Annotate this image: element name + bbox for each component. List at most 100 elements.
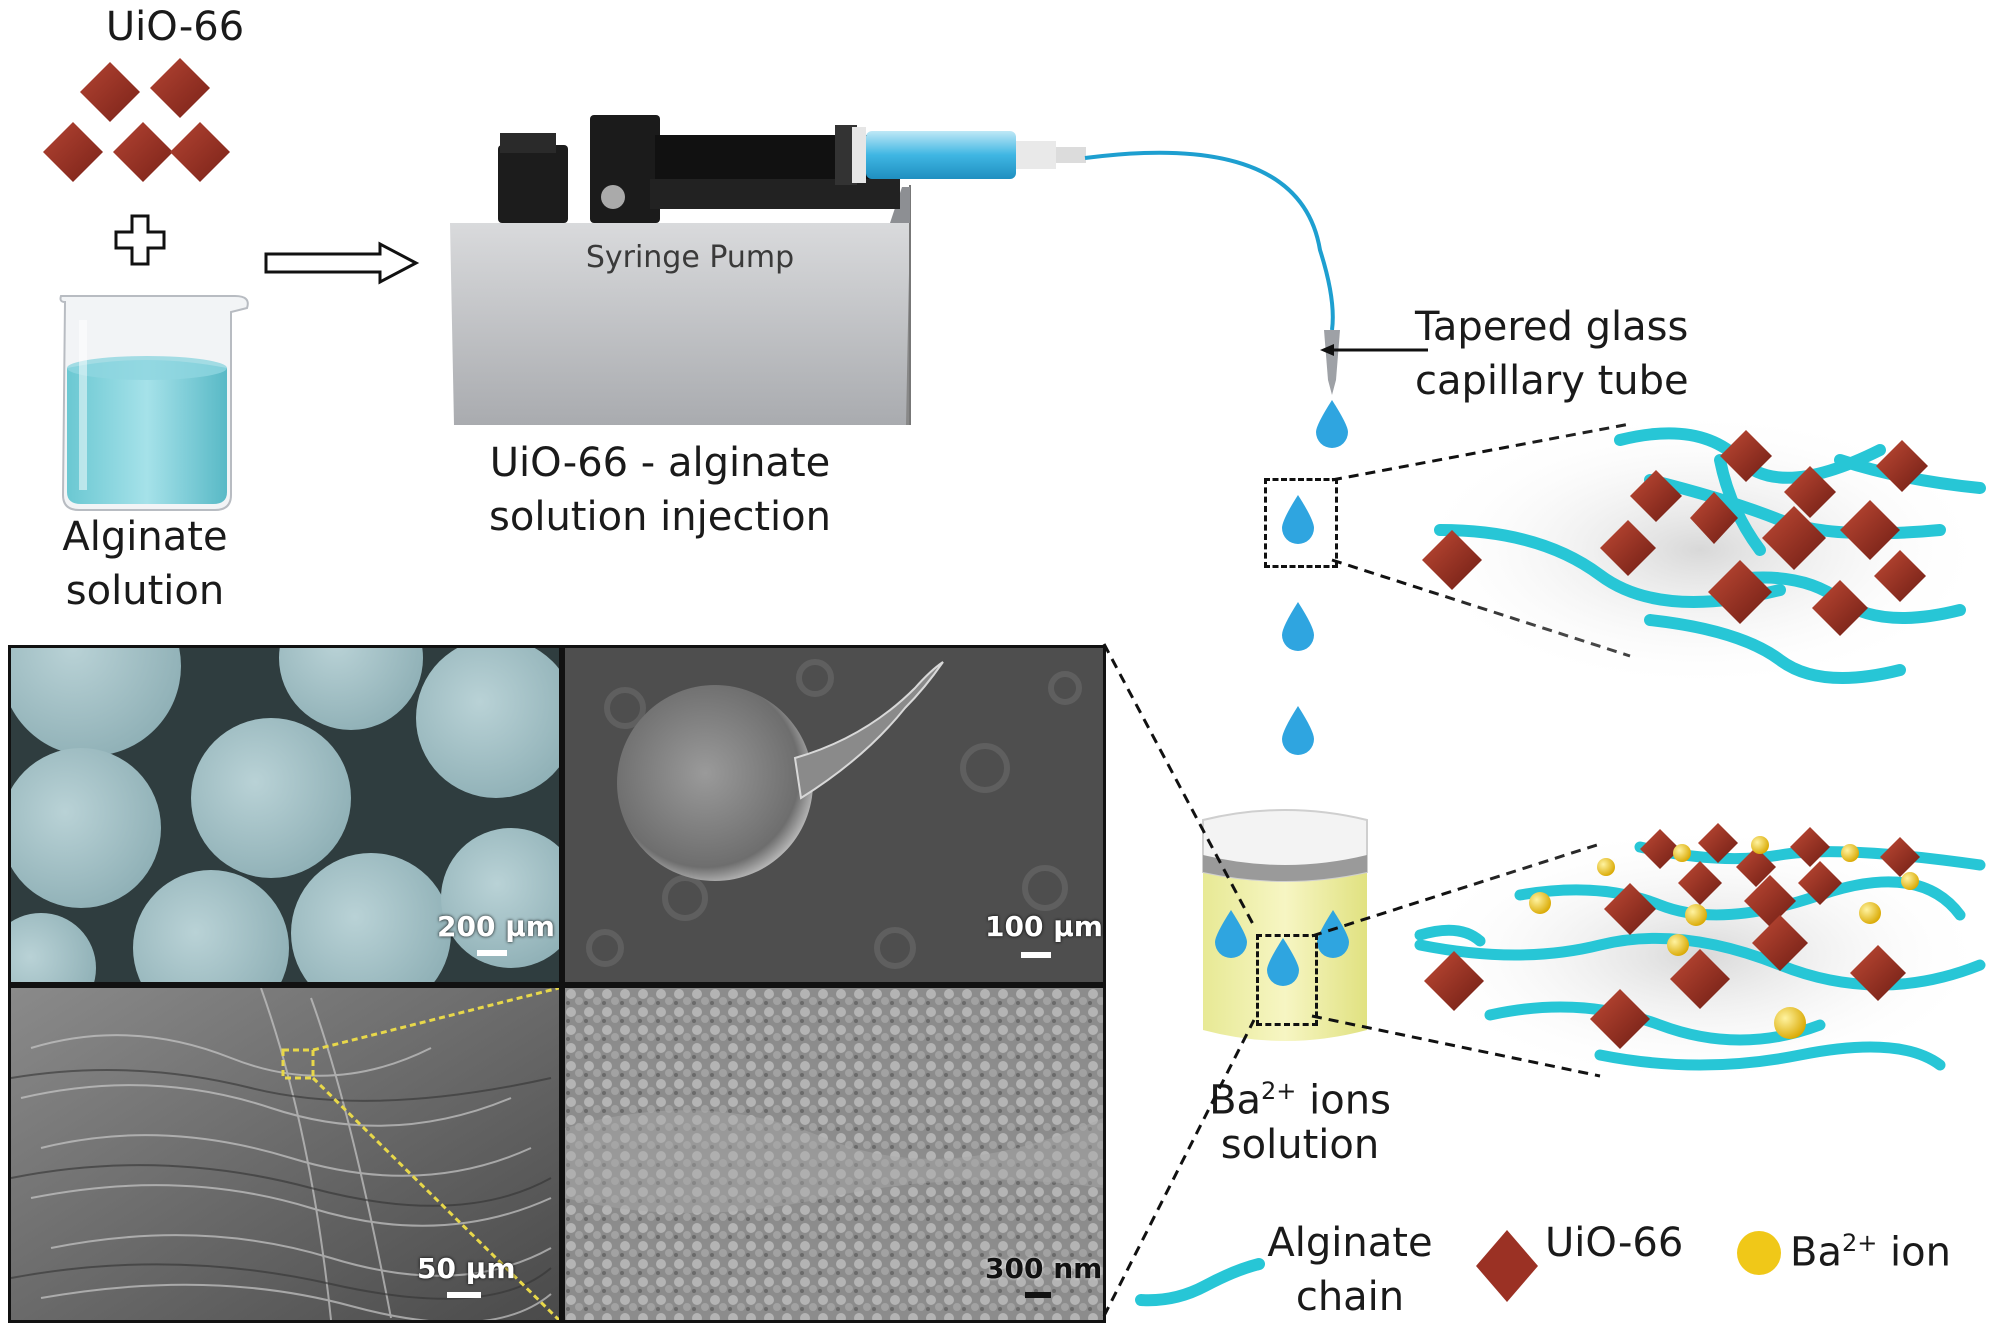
sem-bead-tail bbox=[793, 661, 944, 800]
ba-ion bbox=[1685, 904, 1707, 926]
uio66-crystal bbox=[1790, 827, 1830, 867]
scale-label-300nm: 300 nm bbox=[985, 1252, 1103, 1285]
legend-ba-sup: 2+ bbox=[1841, 1229, 1878, 1257]
bath-zoom-box bbox=[1256, 934, 1318, 1026]
sem-bead bbox=[617, 685, 813, 881]
uio66-crystal bbox=[1850, 945, 1906, 1001]
droplet bbox=[1316, 400, 1348, 448]
bead bbox=[11, 913, 96, 982]
beaker-icon bbox=[59, 295, 249, 511]
micrograph-optical-beads: 200 μm bbox=[11, 648, 559, 982]
uio66-crystal bbox=[1874, 550, 1926, 602]
uio66-crystal bbox=[1600, 520, 1656, 576]
bath-label-sup: 2+ bbox=[1261, 1077, 1297, 1105]
uio66-crystal bbox=[1678, 861, 1722, 905]
alginate-chain bbox=[1414, 924, 1486, 947]
uio66-crystal bbox=[1720, 430, 1772, 482]
ba-ion-bath-jar bbox=[1202, 809, 1368, 1041]
uio66-crystal bbox=[1630, 470, 1682, 522]
legend-uio66-swatch bbox=[1476, 1230, 1538, 1302]
syringe-pump-body-label: Syringe Pump bbox=[585, 240, 795, 275]
injection-caption-line2: solution injection bbox=[489, 494, 831, 540]
uio66-crystal bbox=[1840, 500, 1900, 560]
zoom-region-box bbox=[281, 1048, 315, 1080]
uio66-crystal bbox=[113, 122, 173, 182]
injection-caption-line1: UiO-66 - alginate bbox=[489, 440, 831, 486]
bead bbox=[11, 648, 181, 756]
capillary-pointer-line bbox=[1320, 344, 1428, 356]
bath-label-base: Ba bbox=[1209, 1077, 1262, 1124]
scale-bar bbox=[1025, 1292, 1051, 1298]
ba-ion bbox=[1529, 892, 1551, 914]
alginate-uio66-network-upper bbox=[1410, 410, 1990, 690]
uio66-crystal bbox=[1744, 875, 1796, 927]
legend-alginate-swatch bbox=[1135, 1258, 1265, 1307]
uio66-crystal bbox=[1876, 440, 1928, 492]
capillary-label-line2: capillary tube bbox=[1415, 358, 1689, 404]
uio66-crystal bbox=[1424, 951, 1484, 1011]
bead bbox=[11, 748, 161, 908]
ba-ion bbox=[1673, 844, 1691, 862]
bead bbox=[279, 648, 423, 730]
capillary-label-line1: Tapered glass bbox=[1415, 304, 1689, 350]
micrograph-sem-cross-section: 50 μm bbox=[11, 988, 559, 1320]
bead bbox=[441, 828, 559, 968]
uio66-crystal bbox=[1736, 847, 1776, 887]
uio66-crystal bbox=[43, 122, 103, 182]
uio66-crystals-cluster bbox=[43, 58, 230, 182]
ba-ion bbox=[1841, 844, 1859, 862]
droplet bbox=[1282, 602, 1314, 651]
process-arrow-icon bbox=[264, 241, 420, 285]
bead bbox=[416, 648, 559, 798]
droplet bbox=[1215, 910, 1247, 958]
droplet-zoom-box bbox=[1264, 478, 1338, 568]
ba-ion bbox=[1859, 902, 1881, 924]
alginate-chain bbox=[1714, 454, 1766, 556]
ba-ion bbox=[1774, 1007, 1806, 1039]
legend-ba-ion-swatch bbox=[1737, 1231, 1781, 1275]
micrograph-connectors bbox=[1102, 643, 1256, 1317]
alginate-solution-label-line1: Alginate bbox=[62, 514, 228, 560]
droplet bbox=[1317, 910, 1349, 958]
droplet bbox=[1267, 938, 1299, 986]
legend-ba-base: Ba bbox=[1790, 1229, 1842, 1276]
alginate-chain bbox=[1434, 524, 1786, 608]
scale-bar bbox=[447, 1292, 481, 1298]
uio66-crystal bbox=[1812, 580, 1868, 636]
uio66-crystal bbox=[1798, 861, 1842, 905]
alginate-uio66-network-crosslinked bbox=[1410, 823, 1990, 1085]
micrograph-sem-bead: 100 μm bbox=[565, 648, 1103, 982]
uio66-crystal bbox=[1670, 949, 1730, 1009]
bath-label-line2: solution bbox=[1220, 1122, 1380, 1168]
ba-ion bbox=[1901, 872, 1919, 890]
scale-label-50um: 50 μm bbox=[417, 1252, 516, 1285]
uio66-crystal bbox=[1604, 883, 1656, 935]
legend-ba-ion-label: Ba2+ ion bbox=[1790, 1216, 1990, 1279]
droplet bbox=[1282, 706, 1314, 755]
plus-icon bbox=[114, 214, 166, 266]
bead bbox=[291, 853, 451, 982]
uio66-crystal bbox=[1690, 492, 1738, 544]
legend-ba-rest: ion bbox=[1877, 1229, 1951, 1276]
uio66-crystal bbox=[1590, 989, 1650, 1049]
micrograph-panel: 200 μm 100 μm bbox=[8, 645, 1106, 1323]
uio66-crystal bbox=[1784, 466, 1836, 518]
legend-alginate-label-line1: Alginate bbox=[1267, 1220, 1433, 1266]
scale-bar bbox=[1021, 952, 1051, 958]
uio66-crystal bbox=[1762, 506, 1826, 570]
micrograph-sem-surface: 300 nm bbox=[565, 988, 1103, 1320]
alginate-solution-label-line2: solution bbox=[65, 568, 225, 614]
uio66-crystal bbox=[80, 62, 140, 122]
bead bbox=[191, 718, 351, 878]
legend-uio66-label: UiO-66 bbox=[1545, 1220, 1684, 1266]
alginate-chain bbox=[1644, 614, 1906, 684]
droplet bbox=[1282, 495, 1314, 544]
capillary-tube bbox=[1324, 330, 1340, 395]
ba-ion bbox=[1751, 836, 1769, 854]
uio66-label: UiO-66 bbox=[105, 4, 245, 50]
alginate-chain bbox=[1594, 1041, 1946, 1071]
ba-ion bbox=[1597, 858, 1615, 876]
alginate-chain bbox=[1484, 1001, 1826, 1046]
uio66-crystal bbox=[1640, 829, 1680, 869]
scale-label-200um: 200 μm bbox=[437, 910, 555, 943]
